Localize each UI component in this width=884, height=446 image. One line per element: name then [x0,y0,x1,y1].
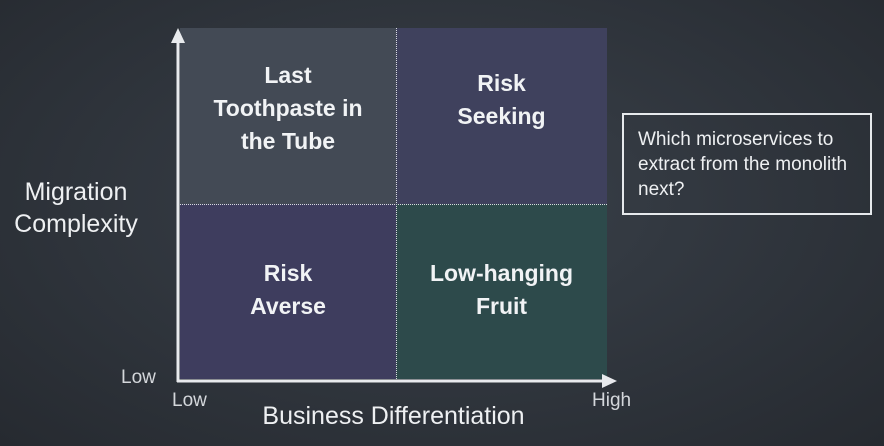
y-axis-low-label: Low [121,367,156,388]
y-axis-label-line1: Migration [24,178,128,206]
quadrant-low-hanging-fruit: Low-hanging Fruit [396,204,607,379]
quadrant-label: Last Toothpaste in the Tube [213,61,363,154]
y-axis-label-line2: Complexity [14,210,138,238]
y-axis-arrowhead [171,28,185,43]
vertical-divider [396,28,397,379]
x-axis-high-label: High [592,390,632,411]
callout-text: Which microservices to extract from the … [638,129,848,200]
quadrant-risk-seeking: Risk Seeking [396,28,607,204]
quadrant-last-toothpaste: Last Toothpaste in the Tube [180,28,396,204]
quadrant-label: Low-hanging Fruit [429,259,574,319]
question-callout: Which microservices to extract from the … [622,113,872,215]
quadrant-label: Risk Averse [250,259,326,319]
x-axis-low-label: Low [172,390,207,411]
x-axis-label: Business Differentiation [262,402,525,430]
quadrant-risk-averse: Risk Averse [180,204,396,379]
horizontal-divider [180,204,607,205]
x-axis-arrowhead [602,374,617,388]
quadrant-label: Risk Seeking [457,70,546,129]
y-axis-label: Migration Complexity [0,176,152,240]
